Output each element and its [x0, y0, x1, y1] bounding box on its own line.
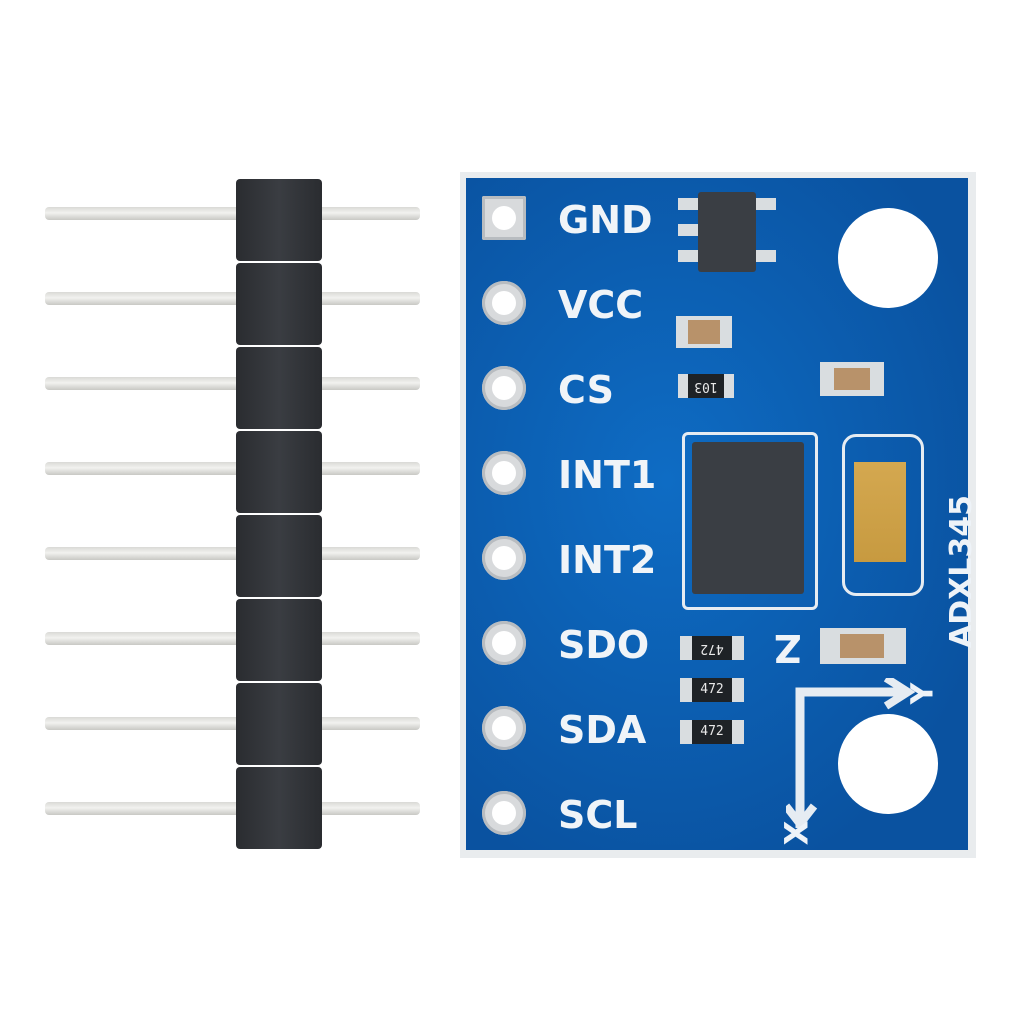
pin-label-int1: INT1	[558, 453, 657, 497]
resistor-103: 103	[688, 374, 724, 398]
mounting-hole-bottom	[838, 714, 938, 814]
axis-x-label: X	[777, 820, 816, 846]
pin-label-sda: SDA	[558, 708, 647, 752]
pad-int1	[482, 451, 526, 495]
header-housing	[236, 179, 322, 852]
pad-vcc	[482, 281, 526, 325]
pad-scl	[482, 791, 526, 835]
pad-int2	[482, 536, 526, 580]
axis-arrows-icon	[786, 678, 916, 828]
pin-label-cs: CS	[558, 368, 614, 412]
pin-label-sdo: SDO	[558, 623, 650, 667]
adxl345-chip	[692, 442, 804, 594]
adxl345-module: GND VCC CS INT1 INT2 SDO SDA SCL 103	[460, 172, 979, 858]
header-pin	[45, 207, 420, 220]
pin-label-scl: SCL	[558, 793, 638, 837]
mounting-hole-top	[838, 208, 938, 308]
header-pin	[45, 632, 420, 645]
pad-cs	[482, 366, 526, 410]
header-pin	[45, 802, 420, 815]
tantalum-capacitor	[854, 462, 906, 562]
header-pin	[45, 462, 420, 475]
voltage-regulator-chip	[698, 192, 756, 272]
pad-sdo	[482, 621, 526, 665]
axis-y-label: Y	[905, 682, 941, 705]
header-pin	[45, 717, 420, 730]
header-pin	[45, 292, 420, 305]
pad-sda	[482, 706, 526, 750]
resistor-472: 472	[692, 720, 732, 744]
header-pin	[45, 377, 420, 390]
pin-label-vcc: VCC	[558, 283, 644, 327]
pad-gnd	[482, 196, 526, 240]
resistor-472: 472	[692, 636, 732, 660]
pin-label-int2: INT2	[558, 538, 657, 582]
axis-z-label: Z	[774, 626, 802, 670]
header-pin	[45, 547, 420, 560]
model-silkscreen: ADXL345	[944, 495, 979, 648]
resistor-472: 472	[692, 678, 732, 702]
pin-label-gnd: GND	[558, 198, 653, 242]
pcb-board: GND VCC CS INT1 INT2 SDO SDA SCL 103	[466, 178, 979, 850]
